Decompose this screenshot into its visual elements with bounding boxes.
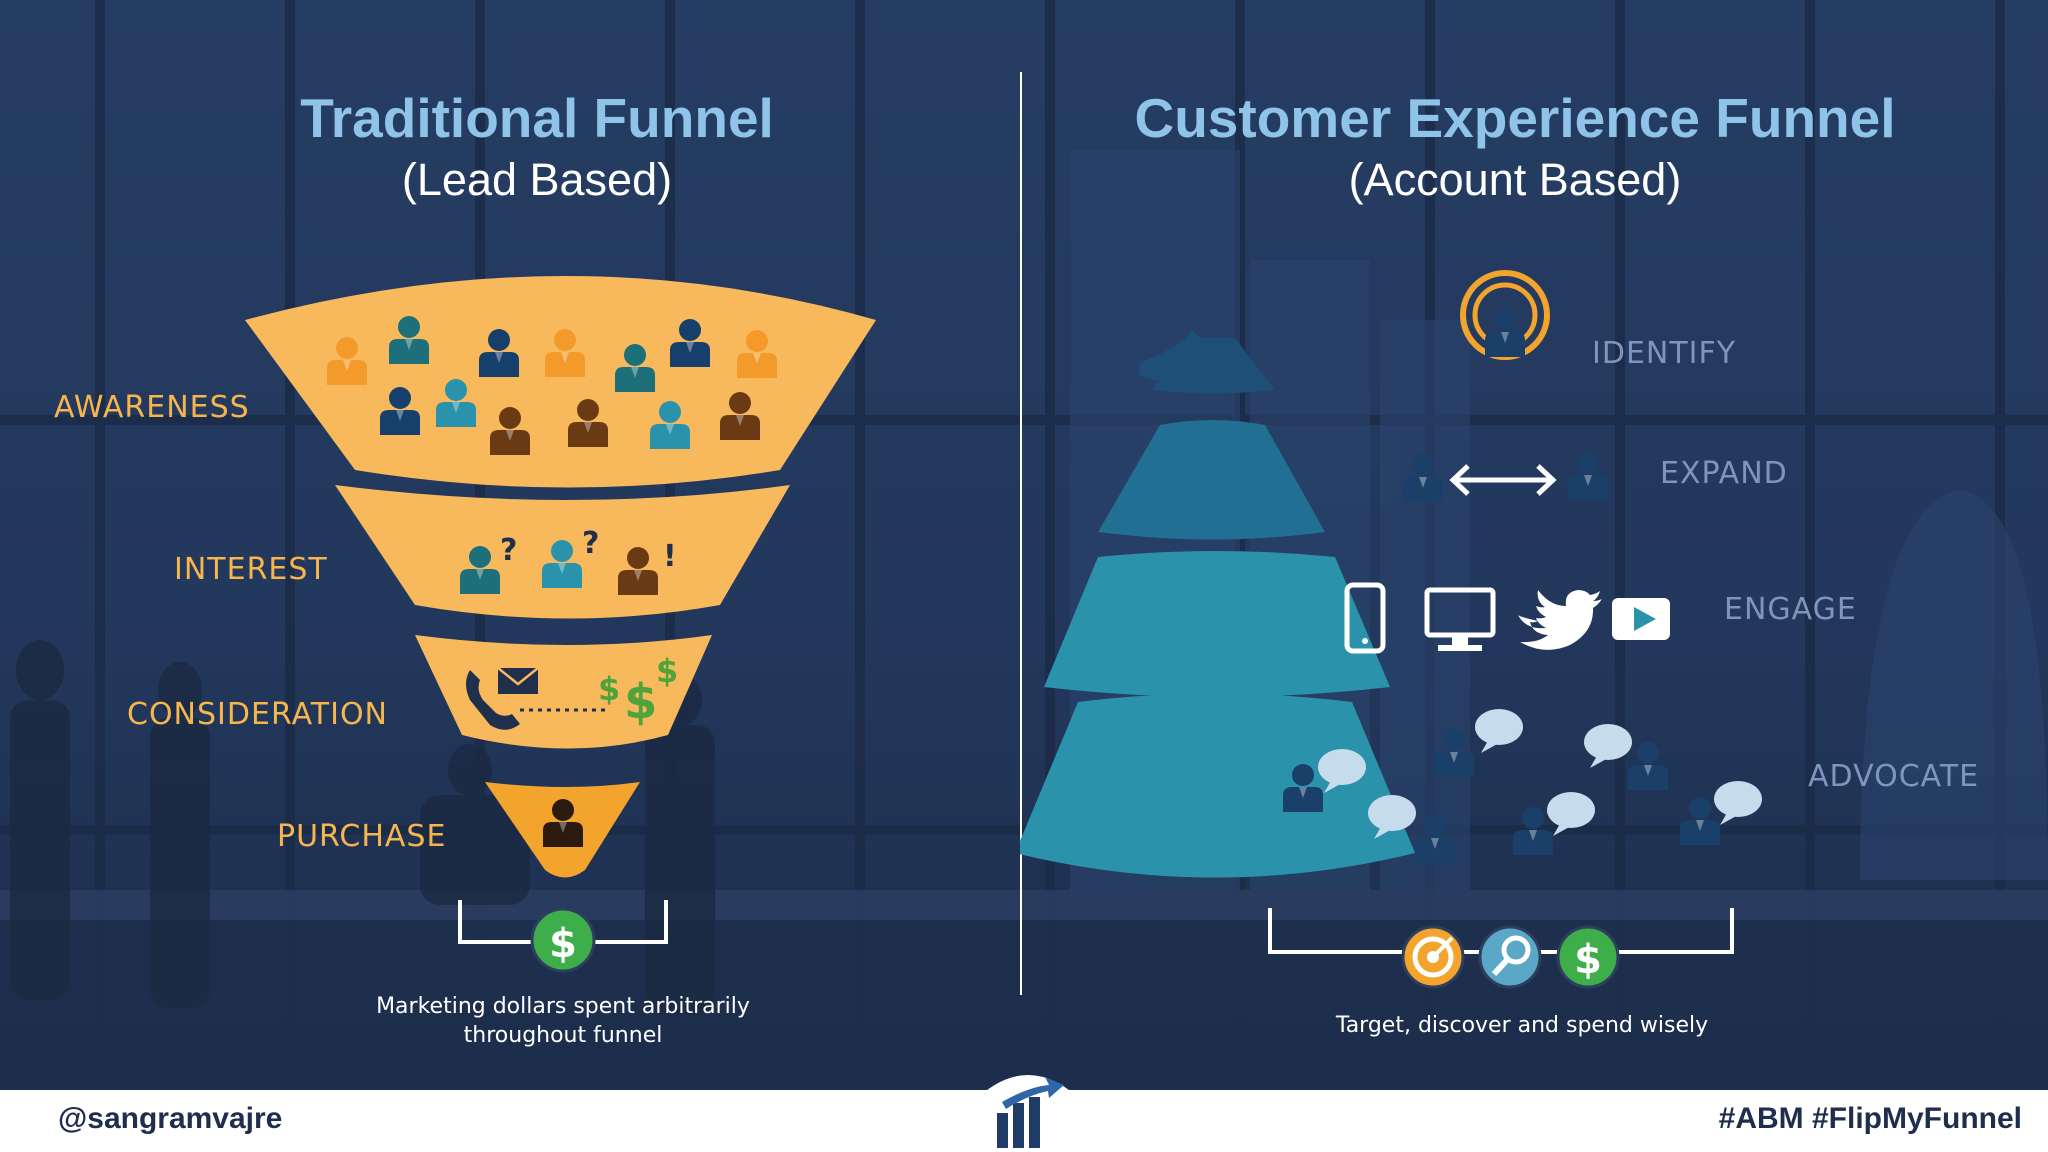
right-subtitle: (Account Based): [1348, 154, 1682, 205]
identify-label: IDENTIFY: [1592, 336, 1737, 371]
consideration-label: CONSIDERATION: [127, 697, 388, 732]
consideration-icons: $ $ $: [466, 652, 678, 730]
expand-label: EXPAND: [1660, 456, 1788, 491]
mobile-phone-icon: [1344, 582, 1386, 654]
expand-tier: [1098, 420, 1325, 540]
video-play-icon: [1612, 598, 1670, 640]
hashtags[interactable]: #ABM #FlipMyFunnel: [1718, 1102, 2022, 1135]
twitter-bird-icon: [1518, 590, 1602, 650]
person-icon: [1415, 815, 1455, 863]
advocate-tier: [1020, 693, 1415, 878]
question-mark-icon: ?: [500, 533, 517, 568]
target-icon: [1401, 925, 1465, 989]
dollar-coin-icon: $: [1556, 925, 1620, 989]
question-mark-icon: ?: [582, 526, 599, 561]
speech-bubble-icon: [1547, 792, 1595, 836]
svg-text:$: $: [1574, 937, 1602, 983]
person-icon: [1568, 452, 1608, 500]
left-caption-line1: Marketing dollars spent arbitrarily: [376, 994, 750, 1019]
center-divider: [1020, 72, 1022, 995]
left-caption-line2: throughout funnel: [463, 1023, 663, 1048]
speech-bubble-icon: [1475, 709, 1523, 753]
dollar-sign-icon: $: [656, 652, 678, 690]
dollar-sign-icon: $: [624, 674, 657, 730]
magnifier-icon: [1478, 925, 1542, 989]
speech-bubble-icon: [1584, 724, 1632, 768]
customer-experience-funnel: $: [1020, 270, 1762, 989]
flip-my-funnel-logo: [972, 1075, 1084, 1152]
left-caption: Marketing dollars spent arbitrarily thro…: [313, 992, 813, 1050]
person-icon: [1403, 454, 1443, 502]
left-title: Traditional Funnel: [300, 87, 774, 149]
phone-icon: [466, 670, 520, 730]
person-icon: [1485, 309, 1525, 357]
twitter-handle[interactable]: @sangramvajre: [58, 1102, 283, 1135]
svg-text:$: $: [549, 921, 577, 967]
advocate-label: ADVOCATE: [1808, 759, 1980, 794]
person-icon: [1513, 807, 1553, 855]
double-arrow-icon: [1449, 464, 1557, 496]
person-icon: [1680, 797, 1720, 845]
person-icon: [1628, 742, 1668, 790]
purchase-label: PURCHASE: [277, 819, 447, 854]
speech-bubble-icon: [1714, 781, 1762, 825]
awareness-label: AWARENESS: [54, 390, 250, 425]
dollar-coin-icon: [530, 907, 596, 973]
identify-target-icon: [1460, 270, 1550, 360]
monitor-icon: [1424, 587, 1496, 651]
traditional-funnel: ? ? ! $ $ $ $: [245, 276, 876, 973]
left-subtitle: (Lead Based): [401, 154, 673, 205]
interest-people-group: ? ? !: [460, 526, 677, 595]
engage-label: ENGAGE: [1724, 592, 1857, 627]
right-caption: Target, discover and spend wisely: [1335, 1013, 1709, 1038]
dollar-sign-icon: $: [598, 670, 620, 708]
envelope-icon: [497, 667, 539, 694]
exclamation-icon: !: [663, 539, 677, 574]
right-title: Customer Experience Funnel: [1134, 87, 1896, 149]
person-icon: [1434, 729, 1474, 777]
interest-label: INTEREST: [174, 552, 328, 587]
